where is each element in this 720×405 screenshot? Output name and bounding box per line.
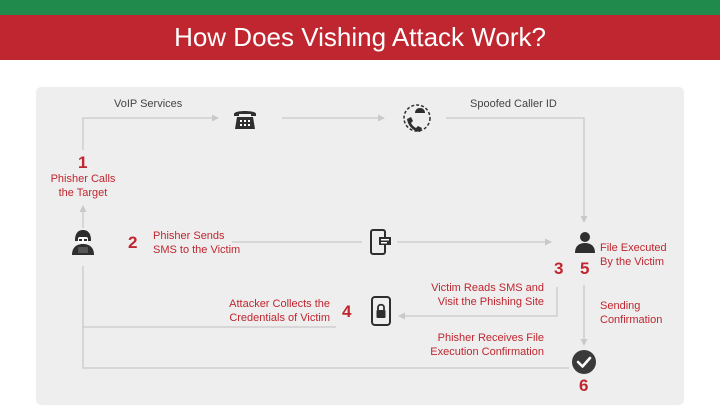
sms-phone-icon <box>370 229 391 255</box>
checkmark-icon <box>572 350 596 374</box>
step-number-4: 4 <box>342 302 352 321</box>
step-number-2: 2 <box>128 233 138 252</box>
diagram-panel <box>36 87 684 405</box>
phisher-receives-label: Phisher Receives File Execution Confirma… <box>390 331 544 359</box>
step3-label-line1: Victim Reads SMS and <box>431 282 544 294</box>
step5-label-line2: By the Victim <box>600 256 664 268</box>
step-number-5: 5 <box>580 259 590 278</box>
step-number-3: 3 <box>554 259 564 278</box>
step3-label: Victim Reads SMS and Visit the Phishing … <box>388 281 544 309</box>
step1-label-line2: the Target <box>58 187 108 199</box>
sending-confirmation-label: Sending Confirmation <box>600 299 662 327</box>
connector-spoof-to-victim <box>446 117 588 223</box>
connector-hacker-to-voip <box>82 114 219 150</box>
page-title: How Does Vishing Attack Work? <box>0 15 720 60</box>
phisher-receives-line1: Phisher Receives File <box>437 332 544 344</box>
step2-label-line1: Phisher Sends <box>153 230 225 242</box>
sending-confirmation-line2: Confirmation <box>600 314 663 326</box>
victim-user-icon <box>575 232 595 253</box>
top-green-strip <box>0 0 720 15</box>
step5-label-line1: File Executed <box>600 242 667 254</box>
step-number-1: 1 <box>78 153 88 172</box>
spoofed-caller-icon <box>403 104 431 132</box>
step4-label-line2: Credentials of Victim <box>229 312 330 324</box>
step4-label-line1: Attacker Collects the <box>229 298 330 310</box>
step1-label-line1: Phisher Calls <box>50 173 116 185</box>
phisher-receives-line2: Execution Confirmation <box>430 346 544 358</box>
step4-label: Attacker Collects the Credentials of Vic… <box>192 297 330 325</box>
step5-label: File Executed By the Victim <box>600 241 667 269</box>
step2-label-line2: SMS to the Victim <box>153 244 241 256</box>
connector-confirmation-to-hacker <box>82 327 569 369</box>
hacker-icon <box>72 230 94 255</box>
locked-phone-icon <box>371 296 391 326</box>
voip-services-label: VoIP Services <box>114 98 183 110</box>
sending-confirmation-line1: Sending <box>600 300 641 312</box>
step-number-6: 6 <box>579 376 589 395</box>
telephone-icon <box>234 111 256 129</box>
step3-label-line2: Visit the Phishing Site <box>437 296 544 308</box>
spoofed-caller-id-label: Spoofed Caller ID <box>470 98 557 110</box>
step2-label: Phisher Sends SMS to the Victim <box>153 229 240 257</box>
connector-victim-to-site <box>398 287 558 320</box>
step1-label: Phisher Calls the Target <box>40 172 126 200</box>
